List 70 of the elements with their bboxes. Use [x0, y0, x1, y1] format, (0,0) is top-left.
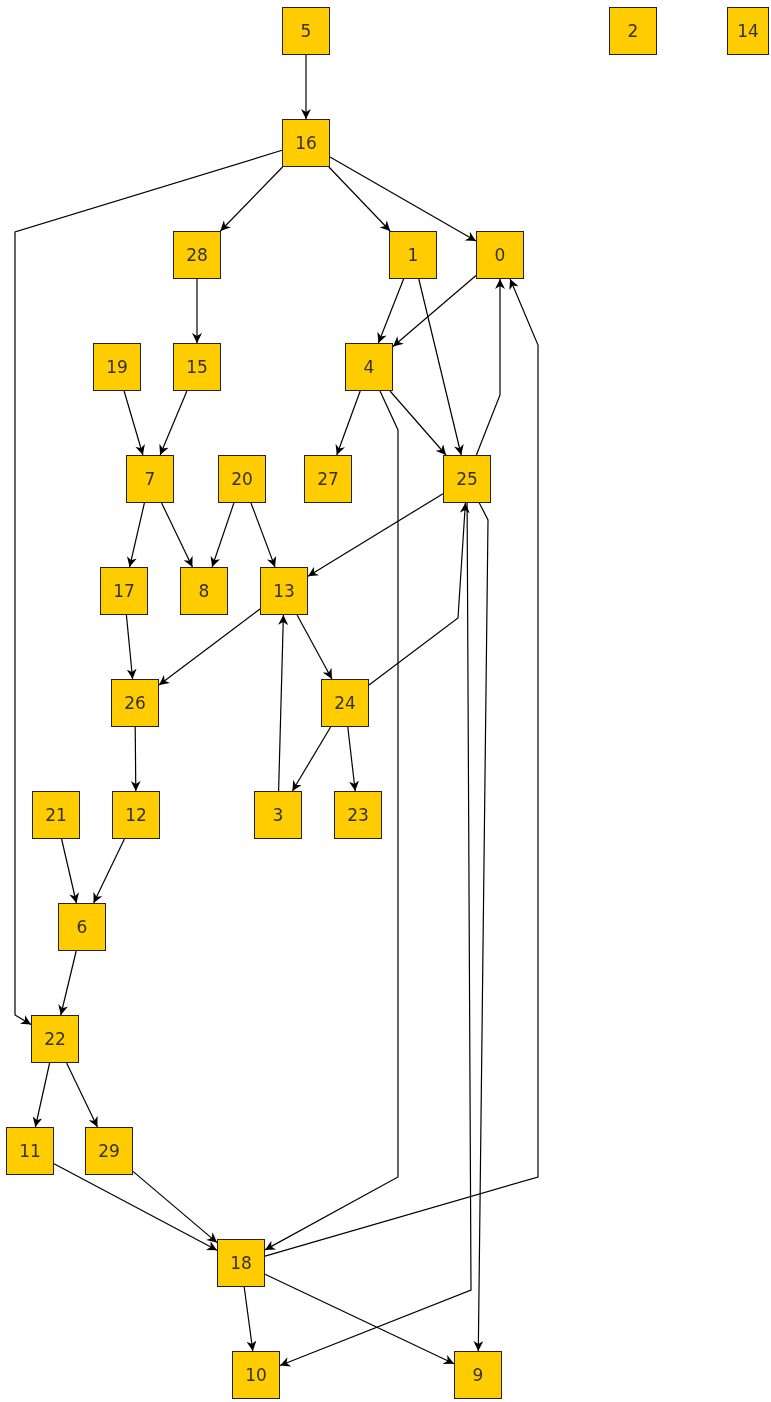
arrow	[264, 390, 399, 1251]
arrow	[392, 274, 477, 348]
node-box: 28	[173, 231, 221, 279]
arrow	[66, 1062, 98, 1128]
node-box: 8	[180, 567, 228, 615]
node-box: 19	[93, 343, 141, 391]
arrow	[301, 54, 311, 120]
arrow	[473, 502, 489, 1352]
arrow	[127, 502, 145, 568]
arrow	[130, 726, 141, 792]
arrow	[132, 1170, 218, 1244]
arrow	[264, 278, 539, 1257]
arrow	[123, 390, 145, 456]
arrow	[418, 278, 464, 456]
node-box: 0	[476, 231, 524, 279]
node-box: 13	[260, 567, 308, 615]
arrow	[219, 166, 284, 232]
arrow	[243, 1286, 257, 1352]
arrow	[61, 838, 79, 904]
node-box: 17	[100, 567, 148, 615]
arrow	[296, 614, 333, 680]
node-box: 11	[6, 1127, 54, 1175]
arrow	[250, 502, 277, 568]
node-box: 24	[321, 679, 369, 727]
node-box: 14	[727, 7, 769, 55]
arrow	[328, 166, 391, 232]
node-box: 1	[389, 231, 437, 279]
node-box: 2	[609, 7, 657, 55]
arrow	[291, 726, 332, 792]
node-box: 23	[334, 791, 382, 839]
node-box: 25	[443, 455, 491, 503]
node-box: 16	[282, 119, 330, 167]
node-box: 29	[85, 1127, 133, 1175]
node-box: 7	[126, 455, 174, 503]
arrow	[53, 1163, 218, 1251]
arrow	[368, 502, 470, 686]
arrow	[377, 278, 405, 344]
arrow	[14, 149, 283, 1026]
node-box: 6	[58, 903, 106, 951]
arrow	[192, 278, 202, 344]
arrow	[279, 502, 472, 1367]
arrow	[347, 726, 359, 792]
arrow	[32, 1062, 51, 1128]
arrow	[210, 502, 235, 568]
arrow	[158, 608, 261, 686]
arrow	[264, 1273, 455, 1365]
node-box: 12	[112, 791, 160, 839]
arrow	[159, 390, 188, 456]
node-box: 22	[31, 1015, 79, 1063]
node-box: 4	[345, 343, 393, 391]
arrow	[58, 950, 77, 1016]
node-box: 21	[32, 791, 80, 839]
arrow	[389, 390, 447, 456]
node-box: 26	[111, 679, 159, 727]
arrow	[475, 278, 505, 456]
node-box: 9	[454, 1351, 502, 1399]
node-box: 10	[232, 1351, 280, 1399]
arrow	[335, 390, 361, 456]
node-box: 15	[173, 343, 221, 391]
arrow	[161, 502, 193, 568]
arrow	[93, 838, 125, 904]
node-box: 20	[218, 455, 266, 503]
arrow	[329, 156, 477, 242]
arrow	[307, 493, 444, 577]
node-box: 5	[282, 7, 330, 55]
arrow	[278, 614, 289, 792]
node-box: 27	[304, 455, 352, 503]
node-box: 18	[217, 1239, 265, 1287]
node-box: 3	[254, 791, 302, 839]
arrow	[125, 614, 137, 680]
